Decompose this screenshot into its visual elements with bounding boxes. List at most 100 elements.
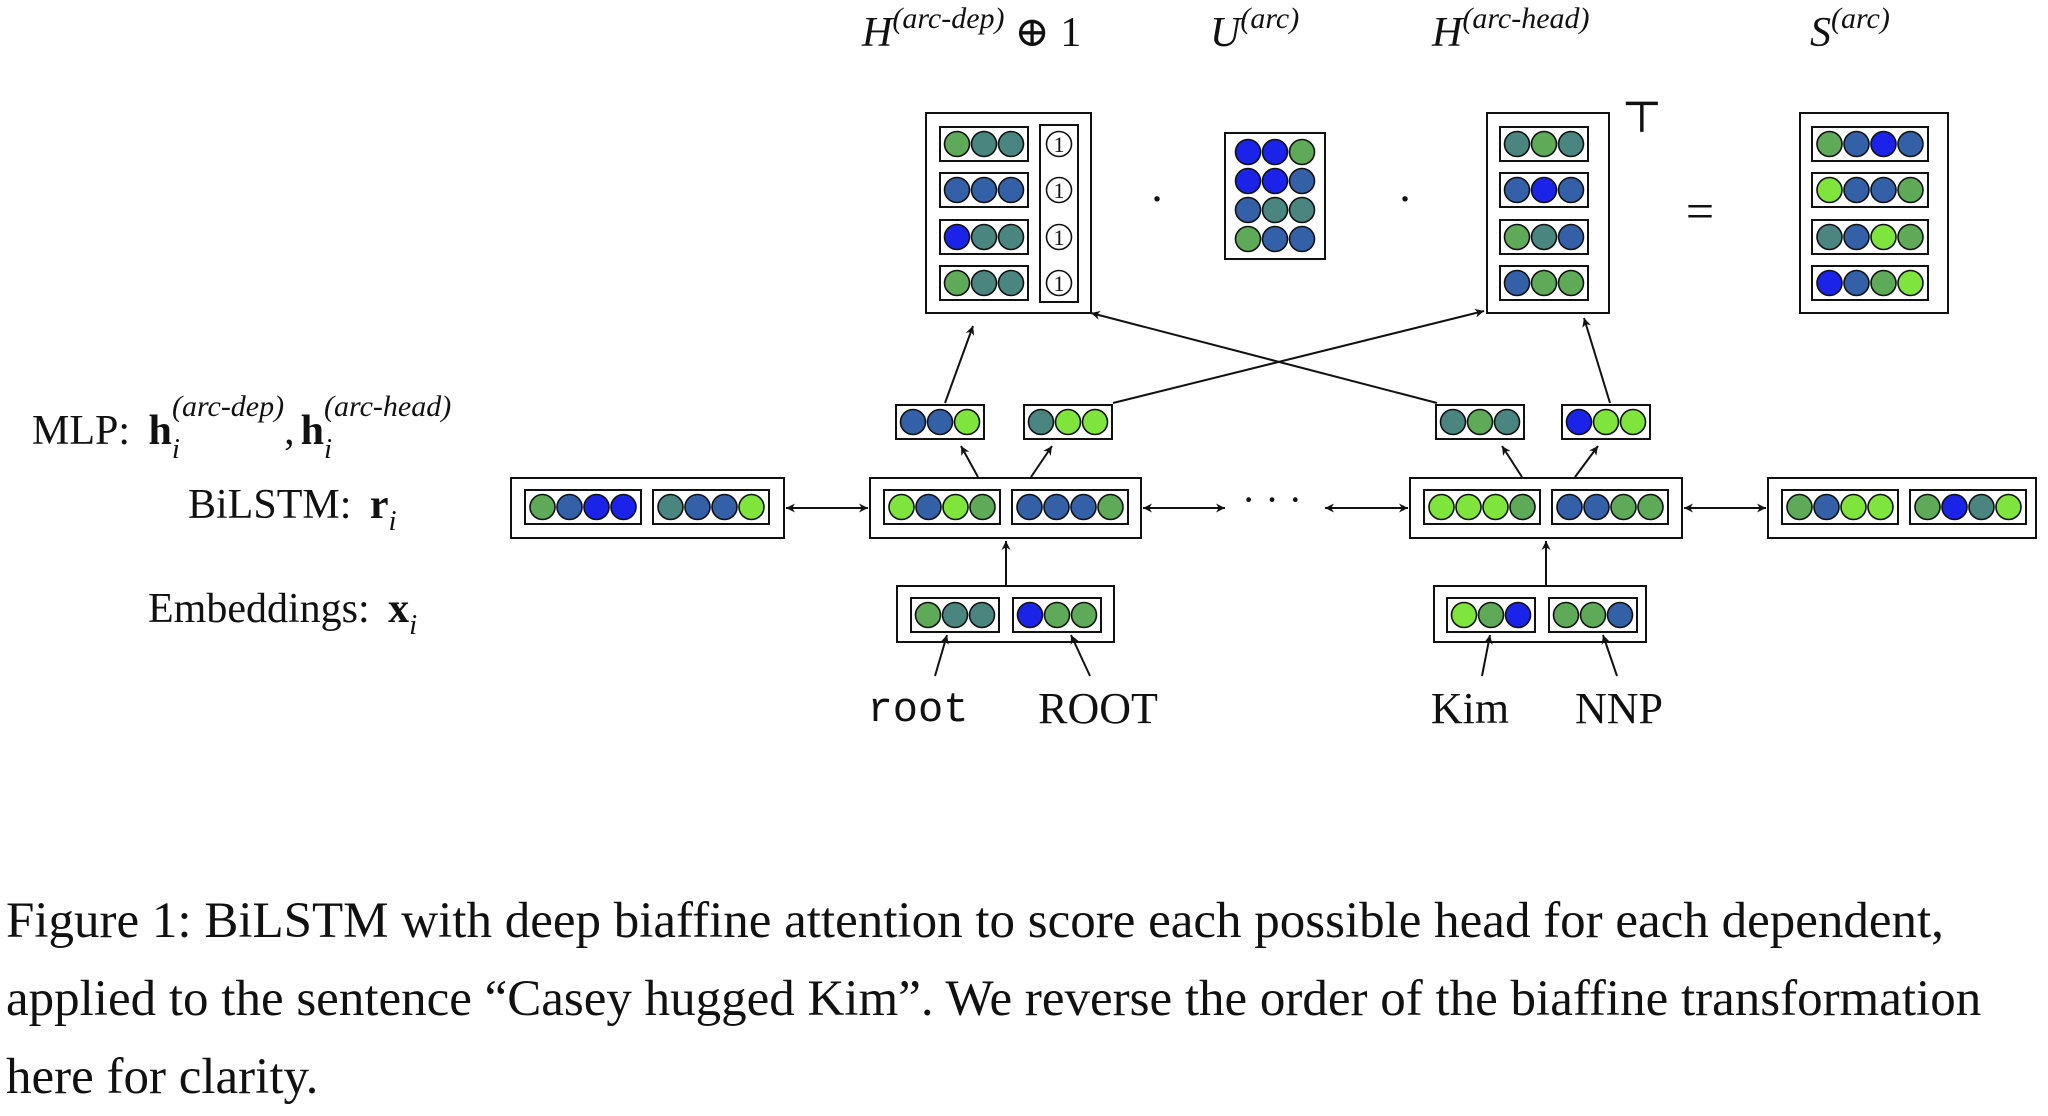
s-row-2-unit-4 <box>1897 176 1924 204</box>
arrow-mlp-root-dep <box>944 325 975 404</box>
u-cell-3-3 <box>1288 196 1316 224</box>
emb-root-tag-unit-1 <box>1016 601 1044 629</box>
bilstm-right-bwd-unit-1 <box>1914 493 1941 521</box>
h-dep-row-1-unit-1 <box>943 130 971 158</box>
mlp-label: MLP: hi(arc-dep),hi(arc-head) <box>32 390 451 465</box>
bilstm-left-fwd-unit-4 <box>610 493 637 521</box>
one-text-4: 1 <box>1054 271 1065 296</box>
token-kim-word: Kim <box>1431 684 1509 733</box>
s-matrix <box>1799 112 1949 314</box>
s-row-3-unit-1 <box>1816 223 1843 251</box>
bilstm-left-bwd-unit-2 <box>684 493 711 521</box>
s-row-1-unit-1 <box>1816 130 1843 158</box>
mlp-kim-head-unit-2 <box>1592 408 1620 436</box>
bilstm-kim-bwd-unit-3 <box>1610 493 1637 521</box>
token-root-word: root <box>868 686 969 734</box>
mlp-kim-dep-unit-3 <box>1493 408 1521 436</box>
mlp-kim-dep-unit-1 <box>1439 408 1467 436</box>
h-dep-row-1-unit-2 <box>970 130 998 158</box>
h-dep-header: H(arc-dep)⊕ 1 <box>861 2 1081 56</box>
embeddings-label: Embeddings: xi <box>148 586 417 641</box>
mlp-kim-dep-unit-2 <box>1466 408 1494 436</box>
u-matrix <box>1224 132 1326 260</box>
u-cell-1-2 <box>1261 138 1289 166</box>
bilstm-root-fwd-unit-2 <box>915 493 942 521</box>
arrow-kim-word <box>1481 634 1493 677</box>
h-head-row-1-unit-3 <box>1557 130 1585 158</box>
equals-operator: = <box>1686 183 1714 239</box>
h-dep-row-1-unit-3 <box>997 130 1025 158</box>
emb-kim-word-unit-3 <box>1504 601 1532 629</box>
emb-root-word-unit-2 <box>941 601 969 629</box>
h-head-row-3-unit-1 <box>1503 223 1531 251</box>
h-dep-row-4-unit-1 <box>943 269 971 297</box>
bilstm-left-bwd-unit-1 <box>657 493 684 521</box>
bilstm-root-fwd-unit-3 <box>942 493 969 521</box>
bilstm-kim-fwd-unit-2 <box>1455 493 1482 521</box>
u-cell-4-1 <box>1234 225 1262 253</box>
arrow-root-word <box>934 634 949 677</box>
one-text-1: 1 <box>1054 132 1065 157</box>
mlp-root-dep-unit-2 <box>926 408 954 436</box>
h-head-row-4-unit-3 <box>1557 269 1585 297</box>
bilstm-left-bwd-unit-3 <box>711 493 738 521</box>
u-cell-2-2 <box>1261 167 1289 195</box>
one-text-3: 1 <box>1054 225 1065 250</box>
bilstm-box-root <box>869 477 1142 539</box>
h-dep-row-3-unit-2 <box>970 223 998 251</box>
one-circle-3 <box>1045 223 1073 251</box>
bilstm-right-bwd-unit-2 <box>1941 493 1968 521</box>
bilstm-kim-bwd-unit-1 <box>1556 493 1583 521</box>
h-head-row-3-unit-3 <box>1557 223 1585 251</box>
h-dep-row-2-unit-1 <box>943 176 971 204</box>
s-row-2-unit-3 <box>1870 176 1897 204</box>
arrow-layer <box>786 308 1766 677</box>
u-cell-1-3 <box>1288 138 1316 166</box>
h-dep-row-2-unit-2 <box>970 176 998 204</box>
h-head-row-2-unit-1 <box>1503 176 1531 204</box>
vector-layer <box>524 126 2027 633</box>
h-dep-row-4-unit-2 <box>970 269 998 297</box>
embedding-box-kim <box>1433 585 1647 643</box>
figure-caption: Figure 1: BiLSTM with deep biaffine atte… <box>6 893 1982 1105</box>
h-dep-row-3-unit-3 <box>997 223 1025 251</box>
u-cell-3-1 <box>1234 196 1262 224</box>
mlp-kim-head-unit-1 <box>1565 408 1593 436</box>
one-circle-1 <box>1045 130 1073 158</box>
s-row-4-unit-2 <box>1843 269 1870 297</box>
h-head-row-2-unit-2 <box>1530 176 1558 204</box>
bilstm-left-fwd-unit-3 <box>583 493 610 521</box>
mlp-root-dep-unit-3 <box>953 408 981 436</box>
ellipsis: · · · <box>1242 477 1302 522</box>
s-row-4-unit-1 <box>1816 269 1843 297</box>
s-row-4-unit-3 <box>1870 269 1897 297</box>
bilstm-box-kim <box>1409 477 1683 539</box>
s-row-1-unit-2 <box>1843 130 1870 158</box>
u-cell-4-2 <box>1261 225 1289 253</box>
bilstm-root-bwd-unit-1 <box>1016 493 1043 521</box>
h-head-header: H(arc-head) <box>1431 2 1590 56</box>
bilstm-root-bwd-unit-3 <box>1070 493 1097 521</box>
h-head-row-1-unit-2 <box>1530 130 1558 158</box>
u-header: U(arc) <box>1210 2 1299 56</box>
u-cell-3-2 <box>1261 196 1289 224</box>
arrow-mlp-root-head-cross <box>1112 308 1485 404</box>
one-circle-4 <box>1045 269 1073 297</box>
bilstm-kim-bwd-unit-4 <box>1637 493 1664 521</box>
h-head-matrix <box>1486 112 1610 314</box>
ones-column <box>1039 124 1079 303</box>
h-head-row-2-unit-3 <box>1557 176 1585 204</box>
s-row-1-unit-3 <box>1870 130 1897 158</box>
arrow-root-tag <box>1070 634 1091 677</box>
bilstm-left-fwd-unit-2 <box>556 493 583 521</box>
h-dep-row-3-unit-1 <box>943 223 971 251</box>
mlp-root-head-unit-1 <box>1027 408 1055 436</box>
s-row-1-unit-4 <box>1897 130 1924 158</box>
one-circle-2 <box>1045 176 1073 204</box>
emb-root-tag-unit-3 <box>1070 601 1098 629</box>
emb-kim-tag-unit-2 <box>1579 601 1607 629</box>
arrow-bilstm-to-mlp-3 <box>1501 445 1523 478</box>
bilstm-right-fwd-unit-3 <box>1840 493 1867 521</box>
